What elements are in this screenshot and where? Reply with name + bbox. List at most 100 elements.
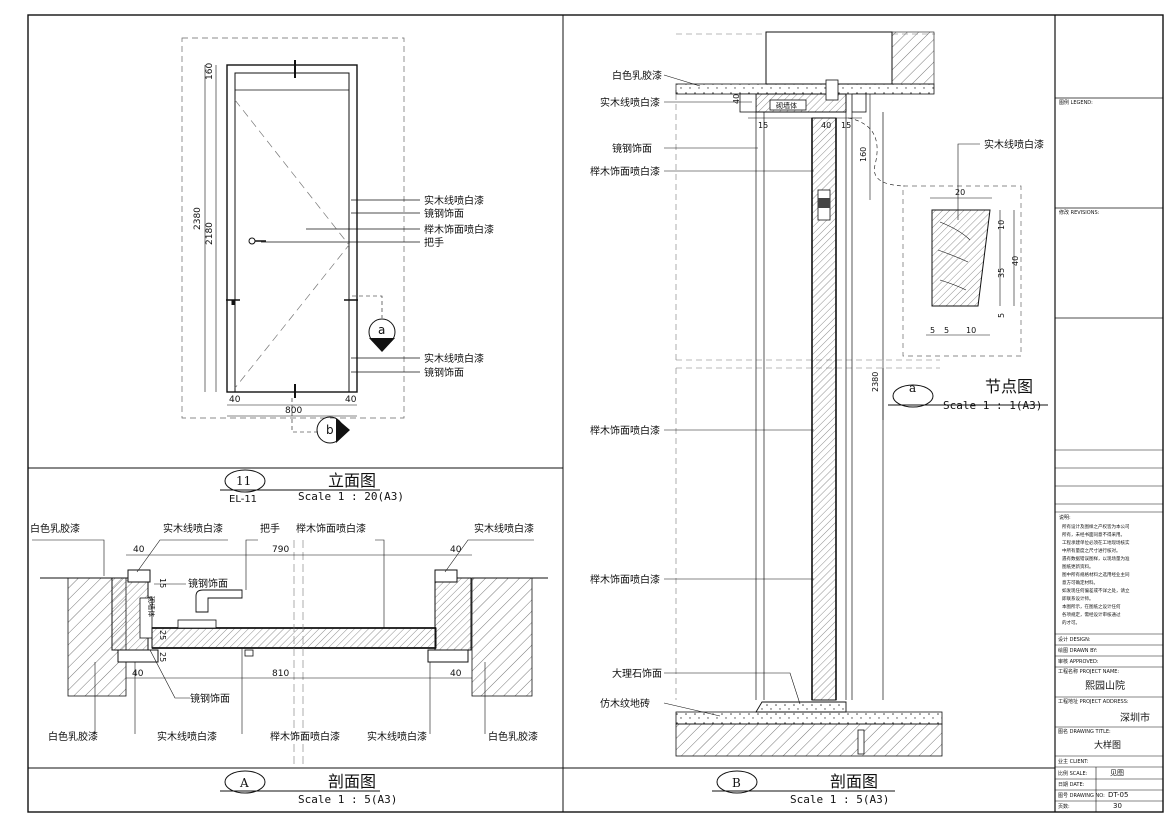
- section-b-dim-40b: 40: [821, 121, 831, 130]
- section-a-top-label-3: 把手: [260, 522, 280, 535]
- section-b-label-7: 大理石饰面: [612, 667, 662, 680]
- elevation-title-number: 11: [236, 474, 251, 488]
- section-a-wall-label: 砌墙体: [147, 596, 156, 617]
- section-b-title: B 剖面图 Scale 1 : 5(A3): [712, 770, 895, 806]
- drawing-no-label: 图号 DRAWING NO:: [1058, 793, 1105, 799]
- section-b-label-5: 榉木饰面喷白漆: [590, 424, 660, 437]
- section-a-bottom-label-4: 实木线喷白漆: [367, 730, 427, 743]
- section-b-title-scale: Scale 1 : 5(A3): [790, 793, 889, 806]
- note-line: 各项规定，需经设计审核通过: [1062, 611, 1121, 618]
- section-b-wall-label: 砌墙体: [776, 101, 797, 110]
- detail-a-dim-h1: 10: [997, 220, 1006, 230]
- approved-label: 审核 APPROVED:: [1058, 658, 1099, 665]
- detail-a-title-name: 节点图: [985, 377, 1033, 396]
- client-label: 业主 CLIENT:: [1058, 758, 1089, 765]
- dim-side-left: 40: [229, 395, 241, 405]
- sheet-border: [27, 14, 1164, 813]
- section-a-dim-v1: 15: [158, 578, 167, 588]
- note-line: 的才可。: [1062, 619, 1080, 626]
- elevation-label-4: 把手: [424, 236, 444, 249]
- section-b-dim-15: 15: [758, 121, 768, 130]
- section-b-dim-2380: 2380: [871, 372, 880, 392]
- section-a-dim-top-width: 790: [272, 545, 289, 555]
- section-b-dim-15b: 15: [841, 121, 851, 130]
- section-a-top-label-4: 榉木饰面喷白漆: [296, 522, 366, 535]
- page-label: 页数:: [1058, 803, 1070, 810]
- detail-a-view: 20 10 35 40 5 5 5 10 实木线喷白漆: [902, 138, 1044, 357]
- detail-a-dim-h2: 35: [997, 268, 1006, 278]
- section-b-label-4: 榉木饰面喷白漆: [590, 165, 660, 178]
- project-address: 深圳市: [1120, 711, 1150, 724]
- note-line: 即联系设计师。: [1062, 595, 1094, 602]
- section-a-bottom-label-5: 白色乳胶漆: [488, 730, 538, 743]
- detail-a-title-scale: Scale 1 : 1(A3): [943, 399, 1042, 412]
- note-line: 工程承建单位必须在工地现场核实: [1062, 539, 1130, 546]
- callout-b-marker: b: [326, 423, 334, 437]
- elevation-view: 2380 160 2180 40 800 40 实木线喷白漆 镜钢饰面 榉木饰面…: [181, 37, 494, 444]
- dim-door-height: 2180: [205, 222, 215, 245]
- section-a-dim-v2: 25: [158, 630, 167, 640]
- scale-label: 比例 SCALE:: [1058, 770, 1088, 777]
- detail-a-dim-h3: 40: [1011, 256, 1020, 266]
- section-a-dim-top-left: 40: [133, 545, 145, 555]
- section-b-label-6: 榉木饰面喷白漆: [590, 573, 660, 586]
- note-line: 遇有数据错误图样，以现场量为准: [1062, 555, 1130, 562]
- section-b-label-1: 白色乳胶漆: [612, 69, 662, 82]
- elevation-label-2: 镜钢饰面: [424, 207, 464, 220]
- drawing-title-label: 图名 DRAWING TITLE:: [1058, 728, 1111, 735]
- drawing-title: 大样图: [1094, 739, 1121, 751]
- section-a-dim-bottom-left: 40: [132, 669, 144, 679]
- dim-width: 800: [285, 406, 302, 416]
- section-a-title-number: A: [239, 776, 249, 790]
- section-a-dim-top-right: 40: [450, 545, 462, 555]
- section-b-title-number: B: [732, 776, 741, 790]
- section-a-view: 砌墙体 40 790 40 40 810 40 15 25 25 白色乳胶漆 实…: [30, 522, 548, 768]
- note-line: 图纸更新资料。: [1062, 563, 1094, 570]
- elevation-title-code: EL-11: [229, 494, 257, 505]
- drawn-label: 绘图 DRAWN BY:: [1058, 647, 1098, 654]
- legend-label: 图例 LEGEND:: [1059, 99, 1093, 106]
- dim-top-height: 160: [205, 63, 215, 80]
- project-name: 熙园山院: [1085, 679, 1125, 692]
- elevation-label-6: 镜钢饰面: [424, 366, 464, 379]
- detail-a-dim-b2: 5: [944, 326, 949, 335]
- dim-total-height: 2380: [193, 207, 203, 230]
- page-number: 30: [1113, 802, 1122, 810]
- detail-a-title: a 节点图 Scale 1 : 1(A3): [888, 377, 1048, 412]
- title-block: 图例 LEGEND: 修改 REVISIONS: 说明: 所有设计及图样之产权皆…: [1055, 97, 1163, 812]
- section-a-title: A 剖面图 Scale 1 : 5(A3): [220, 770, 397, 806]
- section-a-dim-bottom-width: 810: [272, 669, 289, 679]
- elevation-label-3: 榉木饰面喷白漆: [424, 223, 494, 236]
- callout-a-marker: a: [378, 323, 385, 337]
- section-a-top-label-1: 白色乳胶漆: [30, 522, 80, 535]
- notes-label: 说明:: [1059, 514, 1071, 521]
- elevation-title-name: 立面图: [328, 471, 376, 490]
- project-address-label: 工程地址 PROJECT ADDRESS:: [1058, 698, 1129, 705]
- section-a-dim-bottom-right: 40: [450, 669, 462, 679]
- elevation-title: 11 EL-11 立面图 Scale 1 : 20(A3): [220, 469, 404, 505]
- detail-a-dim-b3: 10: [966, 326, 976, 335]
- note-line: 图中所有规格材料之选用经业主同: [1062, 571, 1130, 578]
- section-a-top-label-5: 实木线喷白漆: [474, 522, 534, 535]
- detail-a-title-number: a: [909, 381, 916, 395]
- section-a-mid-label-2: 镜钢饰面: [190, 692, 230, 705]
- drawing-no: DT-05: [1108, 791, 1128, 799]
- note-line: 所有，未经书面同意不得采用。: [1062, 531, 1125, 538]
- detail-a-dim-h4: 5: [997, 313, 1006, 318]
- dim-side-right: 40: [345, 395, 357, 405]
- project-name-label: 工程名称 PROJECT NAME:: [1058, 668, 1119, 675]
- detail-a-dim-width: 20: [955, 188, 965, 197]
- note-line: 所有设计及图样之产权皆为本公司: [1062, 523, 1130, 530]
- note-line: 如发现任何偏差或不详之处，请立: [1062, 587, 1130, 594]
- section-a-title-name: 剖面图: [328, 772, 376, 791]
- note-line: 意方可确定材料。: [1062, 579, 1098, 586]
- section-b-view: 砌墙体 40 15 40 15 160 2380: [590, 31, 943, 757]
- section-b-label-2: 实木线喷白漆: [600, 96, 660, 109]
- section-b-title-name: 剖面图: [830, 772, 878, 791]
- section-a-mid-label-1: 镜钢饰面: [188, 577, 228, 590]
- section-a-bottom-label-1: 白色乳胶漆: [48, 730, 98, 743]
- elevation-label-5: 实木线喷白漆: [424, 352, 484, 365]
- section-b-label-8: 仿木纹地砖: [600, 697, 650, 710]
- date-label: 日期 DATE:: [1058, 782, 1085, 788]
